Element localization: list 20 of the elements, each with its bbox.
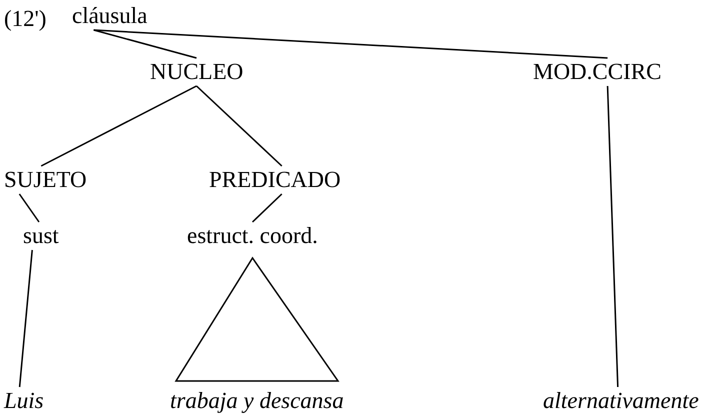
- example-number: (12'): [4, 5, 46, 33]
- tree-node-label: sust: [21, 222, 61, 250]
- triangle-connector: [174, 256, 340, 382]
- tree-branch-line: [18, 250, 33, 388]
- tree-node-label: cláusula: [70, 2, 150, 30]
- tree-branch-line: [94, 29, 197, 59]
- tree-node-label: estruct. coord.: [185, 222, 320, 250]
- tree-branch-line: [40, 85, 197, 167]
- tree-node-label: NUCLEO: [148, 58, 246, 86]
- tree-node-label: trabaja y descansa: [168, 387, 346, 415]
- tree-node-label: alternativamente: [541, 387, 701, 415]
- tree-branch-line: [94, 29, 608, 59]
- tree-branch-line: [18, 194, 40, 222]
- tree-node-label: PREDICADO: [207, 166, 343, 194]
- tree-branch-line: [606, 86, 619, 388]
- tree-branch-line: [252, 193, 282, 223]
- tree-node-label: MOD.CCIRC: [531, 58, 664, 86]
- tree-node-label: SUJETO: [2, 166, 89, 194]
- tree-node-label: Luis: [2, 387, 46, 415]
- tree-branch-line: [196, 85, 282, 167]
